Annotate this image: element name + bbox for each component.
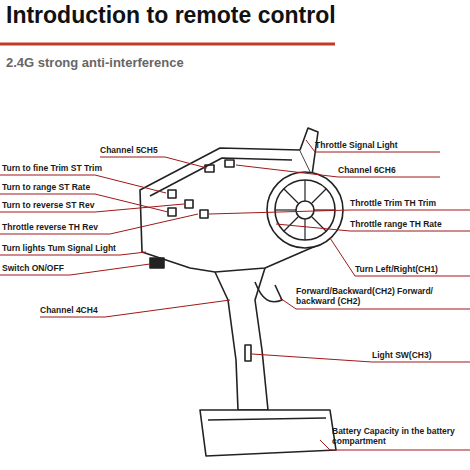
part-label: Throttle reverse TH Rev (2, 223, 98, 233)
part-label: Turn to range ST Rate (2, 183, 90, 193)
leader-lines (0, 140, 470, 450)
part-label: Battery Capacity in the battery compartm… (332, 427, 468, 447)
part-label: Throttle Signal Light (315, 141, 398, 151)
part-label: Turn lights Tum Signal Light (2, 244, 116, 254)
part-label: Forward/Backward(CH2) Forward/ backward … (296, 287, 468, 307)
part-label: Throttle Trim TH Trim (350, 199, 436, 209)
part-label: Channel 5CH5 (100, 146, 158, 156)
part-label: Turn Left/Right(CH1) (355, 265, 438, 275)
part-label: Channel 4CH4 (40, 306, 98, 316)
part-label: Turn to fine Trim ST Trim (2, 164, 102, 174)
part-label: Turn to reverse ST Rev (2, 201, 94, 211)
part-label: Light SW(CH3) (372, 351, 432, 361)
title-rule (0, 43, 335, 46)
part-label: Switch ON/OFF (2, 264, 64, 274)
part-label: Throttle range TH Rate (350, 220, 442, 230)
subtitle: 2.4G strong anti-interference (6, 56, 184, 71)
wheel-grip (275, 180, 335, 240)
page-title: Introduction to remote control (6, 2, 336, 29)
part-label: Channel 6CH6 (338, 166, 396, 176)
